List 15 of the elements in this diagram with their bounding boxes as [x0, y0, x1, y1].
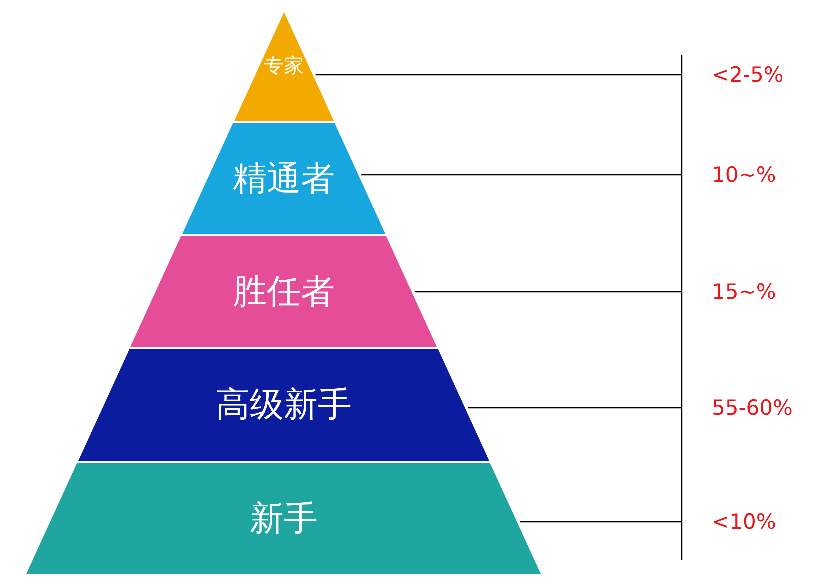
percentage-label: <2-5% [712, 63, 784, 87]
level-label: 胜任者 [232, 270, 335, 314]
pyramid-layer [25, 462, 543, 575]
pyramid-layer [180, 122, 388, 235]
pyramid-layer [232, 10, 336, 122]
level-label: 精通者 [232, 158, 335, 200]
percentage-label: 55-60% [712, 396, 793, 420]
level-label: 专家 [264, 52, 304, 80]
pyramid-layer [76, 348, 491, 462]
percentage-label: 10~% [712, 163, 776, 187]
percentage-label: 15~% [712, 280, 776, 304]
pyramid-layer [129, 235, 439, 348]
level-label: 新手 [250, 498, 318, 540]
level-label: 高级新手 [216, 384, 352, 427]
percentage-label: <10% [712, 510, 776, 534]
